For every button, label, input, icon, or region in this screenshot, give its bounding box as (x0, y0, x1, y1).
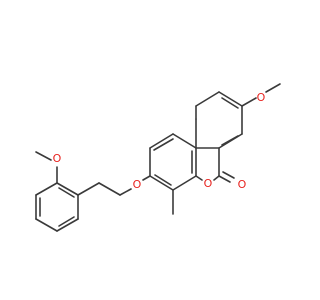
bond (35, 151, 52, 161)
bond-inner-double (221, 97, 239, 109)
bond-inner-double (58, 187, 75, 198)
bond (195, 175, 203, 181)
bond (241, 97, 257, 107)
bond-inner-double (58, 216, 75, 227)
bond (35, 182, 58, 196)
bond-inner-double (154, 174, 172, 186)
bond (265, 83, 281, 93)
bond (142, 175, 151, 181)
atom-label-layer: O O O O O (53, 91, 266, 191)
bond (98, 182, 121, 196)
bond (213, 175, 220, 181)
bond (172, 133, 197, 149)
oxygen-atom-label: O (238, 178, 247, 191)
bond (218, 91, 243, 107)
oxygen-atom-label: O (53, 152, 62, 165)
bond-inner-double (153, 138, 174, 151)
bond (149, 175, 174, 191)
bond (172, 175, 197, 191)
chemical-structure-diagram: O O O O O (35, 83, 281, 232)
bond-inner-double (221, 135, 239, 146)
bond-layer (35, 83, 281, 232)
oxygen-atom-label: O (257, 91, 266, 104)
oxygen-atom-label: O (133, 178, 142, 191)
bond (56, 218, 79, 232)
bond (218, 175, 231, 183)
bond (119, 188, 132, 196)
oxygen-atom-label: O (204, 177, 213, 190)
bond (222, 171, 235, 179)
bond (77, 182, 100, 196)
bond (35, 218, 58, 232)
bond (56, 182, 79, 196)
bond (195, 91, 220, 107)
bond (149, 133, 174, 149)
